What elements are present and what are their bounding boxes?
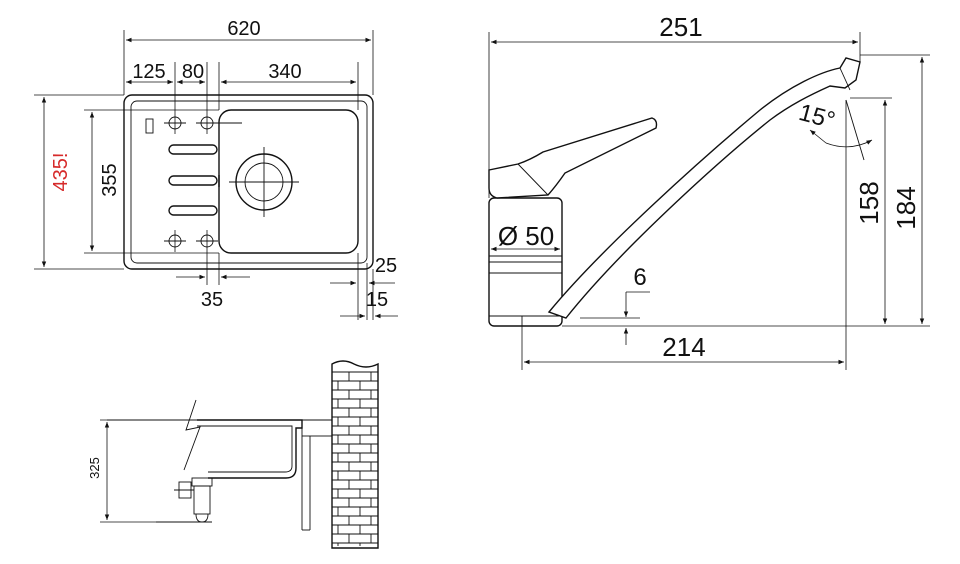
installation-section: 325 (87, 360, 379, 549)
brick-wall (331, 360, 379, 549)
lever-handle (488, 117, 658, 199)
dim-80: 80 (182, 61, 204, 83)
drainboard-groove (168, 175, 218, 186)
dim-height-158: 158 (854, 181, 884, 224)
break-line (183, 399, 201, 471)
sink-bowl-profile (197, 419, 303, 479)
dim-15: 15 (366, 289, 388, 311)
faucet-side-view: 251 15° 158 184 Ø 50 6 214 (488, 12, 930, 370)
sink-rim (130, 100, 368, 264)
drain-outlet (229, 147, 299, 217)
overflow-slot (145, 118, 154, 134)
dim-25: 25 (375, 255, 397, 277)
dim-height-355: 355 (99, 163, 121, 196)
dim-height-435-critical: 435! (50, 153, 72, 192)
drainboard-groove (168, 144, 218, 155)
countertop-edge (301, 419, 333, 437)
drainboard-groove (168, 205, 218, 216)
dim-35: 35 (201, 289, 223, 311)
dim-reach-214: 214 (662, 332, 705, 362)
dim-340: 340 (268, 61, 301, 83)
sink-outline (123, 94, 374, 270)
sink-top-view: 620 125 80 340 435! 355 35 25 15 (34, 18, 398, 320)
siphon (156, 477, 213, 523)
dim-reach-251: 251 (659, 12, 702, 42)
dim-height-184: 184 (891, 186, 921, 229)
dim-width-620: 620 (227, 18, 260, 40)
dim-6: 6 (633, 264, 646, 291)
sink-bowl (218, 109, 359, 254)
dim-125: 125 (132, 61, 165, 83)
dim-diameter-50: Ø 50 (498, 221, 554, 251)
tap-hole-marks (164, 62, 242, 285)
dim-depth-325: 325 (87, 457, 102, 479)
spout (547, 57, 861, 319)
faucet-body (488, 197, 563, 327)
dim-angle-15: 15° (796, 99, 838, 134)
